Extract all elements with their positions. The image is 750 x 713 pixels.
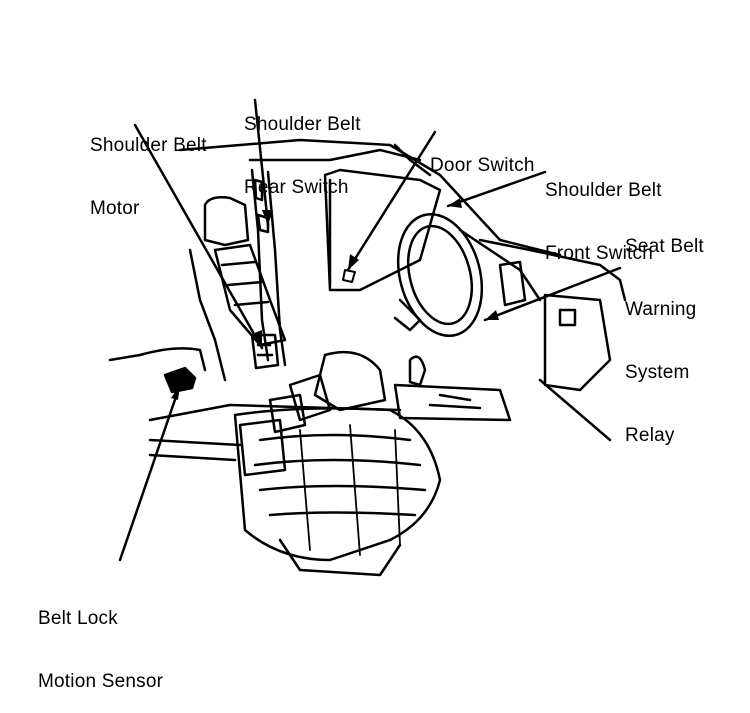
label-door-switch: Door Switch — [430, 155, 535, 176]
leader-shoulder-belt-front-switch — [446, 170, 547, 208]
front-seat — [203, 196, 287, 347]
steering-wheel — [393, 212, 542, 338]
seat-cushion — [233, 350, 442, 577]
leader-lines — [118, 98, 622, 562]
label-belt-lock-motion-sensor: Belt Lock Motion Sensor — [38, 608, 164, 692]
leader-door-switch — [346, 130, 437, 272]
dashboard — [478, 238, 627, 442]
label-seat-belt-warning-system-relay: Seat Belt Warning System Relay — [625, 236, 704, 446]
belt-lock-motion-sensor-part — [108, 347, 207, 394]
leader-belt-lock-motion-sensor — [118, 383, 182, 562]
car-interior-drawing — [108, 98, 627, 577]
label-shoulder-belt-front-switch: Shoulder Belt Front Switch — [545, 180, 662, 264]
leader-shoulder-belt-motor — [133, 123, 264, 350]
label-shoulder-belt-motor: Shoulder Belt Motor — [90, 135, 207, 219]
windshield-frame — [178, 138, 562, 257]
leader-arrowheads — [171, 198, 499, 400]
label-shoulder-belt-rear-switch: Shoulder Belt Rear Switch — [244, 114, 361, 198]
leader-seat-belt-warning-relay — [483, 266, 622, 322]
leader-shoulder-belt-rear-switch — [253, 98, 270, 227]
